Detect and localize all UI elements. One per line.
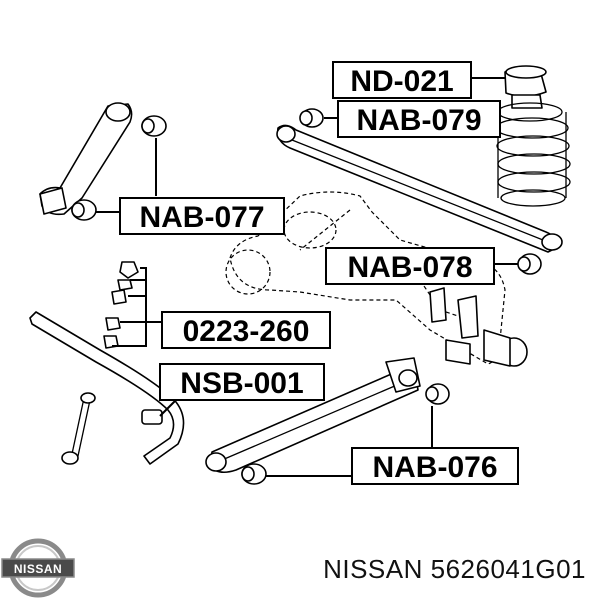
label-nab-077-text: NAB-077 bbox=[139, 201, 264, 234]
label-0223-260: 0223-260 bbox=[161, 311, 331, 349]
label-nd-021: ND-021 bbox=[332, 61, 472, 99]
lower-arm bbox=[205, 357, 421, 474]
label-nab-076: NAB-076 bbox=[351, 447, 519, 485]
bushing-nab-076-upper bbox=[425, 383, 450, 405]
label-nab-076-text: NAB-076 bbox=[372, 451, 497, 484]
bushing-arm-top bbox=[141, 115, 167, 137]
label-nsb-001-text: NSB-001 bbox=[180, 367, 303, 400]
axle-housing bbox=[225, 191, 528, 367]
label-nab-078: NAB-078 bbox=[325, 247, 495, 285]
upper-left-arm bbox=[39, 102, 133, 216]
label-nab-079: NAB-079 bbox=[337, 100, 501, 138]
hardware-group bbox=[103, 261, 139, 349]
label-nsb-001: NSB-001 bbox=[159, 363, 325, 401]
nissan-logo-text: NISSAN bbox=[14, 562, 62, 576]
label-nd-021-text: ND-021 bbox=[350, 65, 453, 98]
label-0223-260-text: 0223-260 bbox=[183, 315, 310, 348]
coil-spring-assembly bbox=[495, 65, 571, 207]
bushing-nab-077 bbox=[71, 199, 97, 221]
footer-part-number: 5626041G01 bbox=[430, 554, 586, 584]
bushing-nab-078 bbox=[517, 253, 542, 275]
label-nab-078-text: NAB-078 bbox=[347, 251, 472, 284]
footer-brand: NISSAN bbox=[323, 554, 423, 584]
bushing-nab-076-lower bbox=[241, 463, 267, 485]
label-nab-079-text: NAB-079 bbox=[356, 104, 481, 137]
upper-long-link bbox=[276, 124, 563, 253]
nissan-logo: NISSAN bbox=[1, 538, 75, 598]
label-nab-077: NAB-077 bbox=[119, 197, 285, 235]
stabilizer-bar bbox=[29, 311, 185, 465]
footer-caption: NISSAN 5626041G01 bbox=[323, 554, 586, 585]
bushing-nab-079 bbox=[299, 108, 324, 128]
